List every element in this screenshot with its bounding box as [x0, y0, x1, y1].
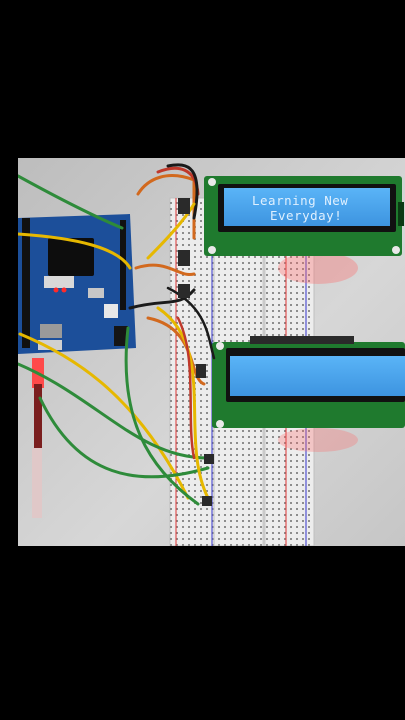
- lcd-top-line-1: Learning New: [252, 193, 348, 208]
- jumper-wires: [18, 163, 216, 506]
- breadboard-components: [178, 198, 214, 506]
- lcd-module-bottom: [212, 336, 405, 428]
- red-glow: [278, 252, 358, 284]
- lcd-module-top: [204, 176, 404, 256]
- lcd-top-line-2: Everyday!: [270, 208, 342, 223]
- photo-scene: Learning New Everyday!: [18, 158, 405, 546]
- red-glow: [278, 428, 358, 452]
